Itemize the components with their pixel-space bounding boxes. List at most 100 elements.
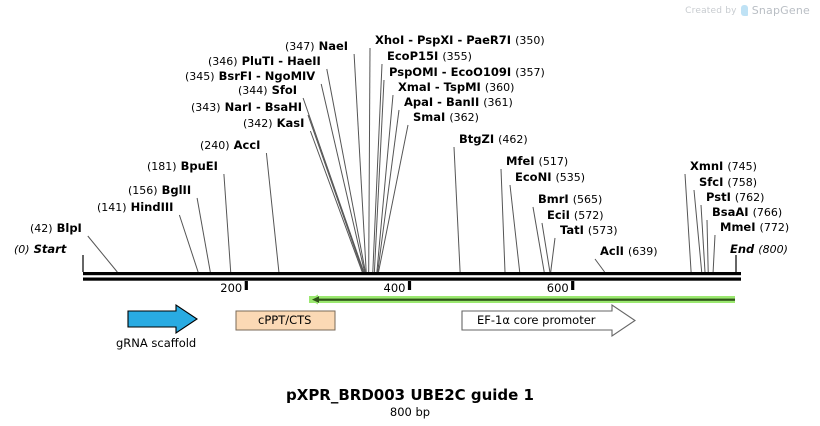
axis-tick-label-400: 400 [383,281,406,295]
site-name: ApaI - BanII [404,95,480,109]
site-position: (181) [147,160,177,173]
site-name: NaeI [318,39,349,53]
site-name: MmeI [720,220,756,234]
axis-tick-marks [244,281,575,290]
site-leader-line [373,79,385,273]
feature-label-grna-scaffold: gRNA scaffold [116,336,197,350]
site-name: PluTI - HaeII [241,54,321,68]
site-name: BglII [161,183,192,197]
site-leader-line [509,184,521,273]
site-position: (347) [285,40,315,53]
site-leader-line [178,214,199,273]
site-leader-line [223,173,232,273]
site-label-sfoi[interactable]: (344) SfoI [238,83,298,97]
site-position: (346) [208,55,238,68]
site-leader-line [706,219,709,273]
site-label-ecop15i[interactable]: EcoP15I (355) [387,50,472,63]
site-name: HindIII [130,200,174,214]
site-position: (355) [442,50,472,63]
site-label-bmri[interactable]: BmrI (565) [538,192,603,206]
site-label-xmai[interactable]: XmaI - TspMI (360) [398,80,514,94]
start-position: (0) [14,243,30,256]
feature-promoter-line[interactable] [309,294,735,305]
site-leader-line [309,130,363,273]
site-name: BlpI [56,221,82,235]
axis-tick-mark [407,281,412,290]
site-label-pluti[interactable]: (346) PluTI - HaeII [208,54,321,68]
site-leader-line [353,53,367,273]
site-leader-line [541,222,551,273]
site-name: BtgZI [459,132,495,146]
site-name: PspOMI - EcoO109I [389,65,512,79]
feature-grna-scaffold[interactable] [127,303,198,335]
axis-tick-mark [244,281,248,290]
site-position: (361) [483,96,513,109]
feature-ef1a-core-promoter[interactable] [461,303,636,338]
site-label-start[interactable]: (0) Start [14,242,67,256]
site-position: (565) [572,193,603,206]
site-label-bsrfi[interactable]: (345) BsrFI - NgoMIV [185,70,315,83]
promoter-arrowhead-left-core [312,296,319,303]
site-label-psti[interactable]: PstI (762) [706,191,765,204]
site-label-xhoi[interactable]: XhoI - PspXI - PaeR7I (350) [375,33,545,47]
site-label-xmni[interactable]: XmnI (745) [690,160,757,173]
site-position: (141) [97,201,127,214]
site-position: (535) [555,171,586,184]
site-label-acci[interactable]: (240) AccI [200,139,260,152]
site-name: SfcI [699,175,724,189]
site-label-blpi[interactable]: (42) BlpI [30,221,82,235]
site-label-apai[interactable]: ApaI - BanII (361) [404,95,513,109]
site-label-mfei[interactable]: MfeI (517) [506,154,568,168]
site-label-econi[interactable]: EcoNI (535) [515,171,586,184]
site-label-pspomi[interactable]: PspOMI - EcoO109I (357) [389,65,545,79]
site-label-bglii[interactable]: (156) BglII [128,183,192,197]
site-label-ecii[interactable]: EciI (572) [547,208,604,222]
site-label-btgzi[interactable]: BtgZI (462) [459,132,528,146]
site-label-acli[interactable]: AclI (639) [600,245,658,258]
site-position: (762) [734,191,765,204]
site-position: (362) [449,111,479,124]
site-position: (342) [243,117,273,130]
site-label-bsaai[interactable]: BsaAI (766) [712,206,783,219]
site-name: XmaI - TspMI [398,80,481,94]
site-leader-line [372,63,383,273]
site-leader-line [302,97,365,273]
site-label-smai[interactable]: SmaI (362) [413,111,479,124]
site-name: KasI [276,116,305,130]
watermark-created-by-text: Created by [685,5,737,16]
site-label-hindiii[interactable]: (141) HindIII [97,200,174,214]
site-position: (357) [515,66,545,79]
site-label-nari[interactable]: (343) NarI - BsaHI [191,101,302,114]
site-name: BmrI [538,192,569,206]
site-leader-line [712,234,716,273]
page-title: pXPR_BRD003 UBE2C guide 1 [286,386,534,404]
site-position: (639) [627,245,658,258]
site-label-kasi[interactable]: (342) KasI [243,116,305,130]
site-label-mmei[interactable]: MmeI (772) [720,220,790,234]
site-position: (345) [185,70,215,83]
site-name: XhoI - PspXI - PaeR7I [375,33,512,47]
site-position: (772) [759,221,790,234]
feature-cppt-cts[interactable] [235,310,336,331]
site-leader-line [196,197,211,273]
site-label-tati[interactable]: TatI (573) [560,224,618,237]
site-position: (572) [573,209,604,222]
site-position: (766) [752,206,783,219]
site-leader-line [594,258,606,273]
site-leader-line [532,206,545,273]
site-label-bpuei[interactable]: (181) BpuEI [147,160,218,173]
site-label-sfci[interactable]: SfcI (758) [699,175,757,189]
sequence-backbone [83,272,741,281]
site-label-naei[interactable]: (347) NaeI [285,39,349,53]
snapgene-watermark: Created by SnapGene [685,4,810,17]
site-position: (462) [498,133,528,146]
start-name: Start [33,242,67,256]
site-leader-line [326,68,366,273]
site-label-end[interactable]: End (800) [730,243,788,256]
promoter-line-core [313,298,735,301]
site-position: (573) [587,224,618,237]
site-name: MfeI [506,154,535,168]
site-name: SfoI [271,83,298,97]
site-name: EciI [547,208,570,222]
